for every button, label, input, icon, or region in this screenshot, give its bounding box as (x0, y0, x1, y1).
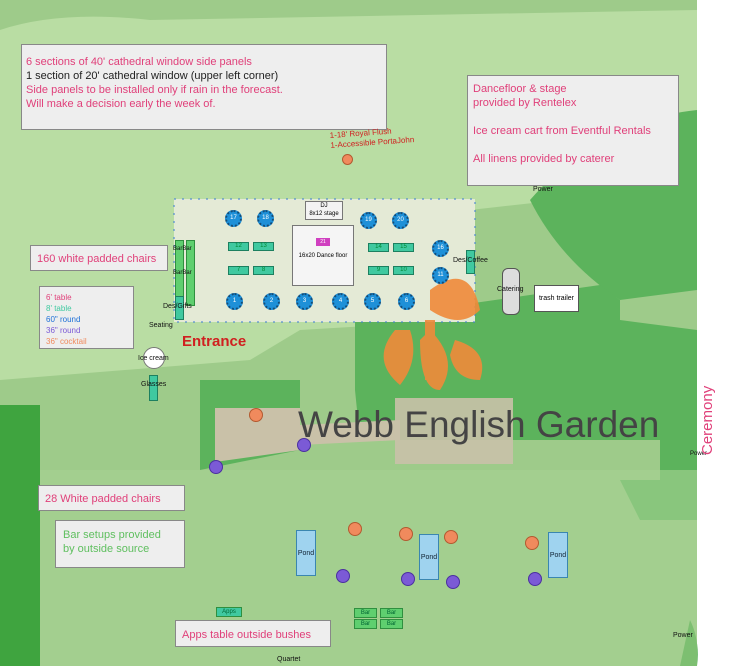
eight-ft-table-12: 12 (228, 242, 249, 251)
cocktail-table (444, 530, 458, 544)
power-label-2: Power (673, 632, 693, 639)
eight-ft-table-13: 13 (253, 242, 274, 251)
catering-label: Catering (497, 286, 524, 293)
bar-setups-line-2: by outside source (63, 543, 150, 555)
des-gifts-table (175, 296, 184, 320)
round-table-5: 5 (364, 293, 381, 310)
round-36-table (528, 572, 542, 586)
apps-table-note: Apps table outside bushes (175, 620, 331, 647)
eight-ft-table-8: 8 (253, 266, 274, 275)
eight-ft-table-15: 15 (393, 243, 414, 252)
side-panels-note: 6 sections of 40' cathedral window side … (21, 44, 387, 130)
cocktail-table (399, 527, 413, 541)
chairs-28-note: 28 White padded chairs (38, 485, 185, 511)
trash-trailer-label: trash trailer (538, 295, 574, 302)
round-table-16: 16 (432, 240, 449, 257)
bar-table: Bar (354, 608, 377, 618)
round-table-17: 17 (225, 210, 242, 227)
round-table-11: 11 (432, 267, 449, 284)
panels-line-4: Will make a decision early the week of. (26, 98, 216, 110)
cocktail-table (249, 408, 263, 422)
legend-item: 8' table (46, 304, 72, 313)
pond-3: Pond (548, 532, 568, 578)
apps-table: Apps (216, 607, 242, 617)
ceremony-label: Ceremony (699, 385, 716, 455)
round-table-2: 2 (263, 293, 280, 310)
seating-label: Seating (149, 322, 173, 329)
dj-table: 21 (316, 238, 330, 246)
catering-vehicle (502, 268, 520, 315)
eight-ft-table-9: 9 (368, 266, 389, 275)
bar-setups-line-1: Bar setups provided (63, 529, 161, 541)
legend-list: 6' table 8' table 60" round 36" round 36" co… (46, 292, 127, 347)
chairs-160-note: 160 white padded chairs (30, 245, 168, 271)
entrance-label: Entrance (182, 333, 247, 350)
rentelex-line-1: Dancefloor & stage (473, 83, 567, 95)
bar-table: Bar (354, 619, 377, 629)
bar-table: Bar (380, 619, 403, 629)
panels-line-3: Side panels to be installed only if rain… (26, 84, 283, 96)
round-36-table (401, 572, 415, 586)
ice-cream-label: Ice cream (138, 355, 169, 362)
portajohn-marker (342, 154, 353, 165)
rentelex-line-2: provided by Rentelex (473, 97, 577, 109)
round-36-table (336, 569, 350, 583)
eight-ft-table-7: 7 (228, 266, 249, 275)
ice-cream-cart (143, 347, 165, 369)
quartet-label: Quartet (277, 656, 301, 663)
bar-setups-note: Bar setups provided by outside source (55, 520, 185, 568)
rentelex-line-3: Ice cream cart from Eventful Rentals (473, 125, 651, 137)
garden-name: Webb English Garden (298, 404, 660, 445)
des-coffee-label: Des/Coffee (453, 257, 488, 264)
dj-label: DJ (320, 203, 328, 209)
power-label-1: Power (533, 186, 553, 193)
legend: 6' table 8' table 60" round 36" round 36" co… (39, 286, 134, 349)
trash-trailer: trash trailer (534, 285, 579, 312)
round-36-table (209, 460, 223, 474)
round-table-3: 3 (296, 293, 313, 310)
legend-item: 36" cocktail (46, 337, 87, 346)
dance-floor-label: 16x20 Dance floor (298, 252, 348, 259)
bar-table: Bar (380, 608, 403, 618)
bar-label-1: BarBar (173, 246, 192, 252)
bar-label-2: BarBar (173, 270, 192, 276)
eight-ft-table-10: 10 (393, 266, 414, 275)
legend-item: 60" round (46, 315, 81, 324)
eight-ft-table-14: 14 (368, 243, 389, 252)
apps-table-label: Apps table outside bushes (182, 629, 312, 641)
chairs-28-label: 28 White padded chairs (45, 493, 161, 505)
stage-label: 8x12 stage (309, 211, 339, 217)
round-table-4: 4 (332, 293, 349, 310)
cocktail-table (525, 536, 539, 550)
bar-right-vertical (186, 240, 195, 306)
round-table-19: 19 (360, 212, 377, 229)
stage: DJ 8x12 stage (305, 201, 343, 220)
legend-item: 6' table (46, 293, 72, 302)
power-label-3: Power (690, 451, 708, 457)
round-table-6: 6 (398, 293, 415, 310)
rentelex-line-4: All linens provided by caterer (473, 153, 615, 165)
cocktail-table (348, 522, 362, 536)
round-36-table (297, 438, 311, 452)
legend-item: 36" round (46, 326, 81, 335)
glasses-label: Glasses (141, 381, 167, 388)
panels-line-2: 1 section of 20' cathedral window (upper… (26, 70, 279, 82)
des-gifts-label: Des/Gifts (163, 303, 192, 310)
glasses-table (149, 375, 158, 401)
des-coffee-table (466, 250, 475, 274)
rentelex-note: Dancefloor & stage provided by Rentelex … (467, 75, 679, 186)
round-table-1: 1 (226, 293, 243, 310)
round-table-20: 20 (392, 212, 409, 229)
pond-2: Pond (419, 534, 439, 580)
pond-1: Pond (296, 530, 316, 576)
panels-line-1: 6 sections of 40' cathedral window side … (26, 56, 252, 68)
dance-floor: 16x20 Dance floor (292, 225, 354, 286)
round-table-18: 18 (257, 210, 274, 227)
round-36-table (446, 575, 460, 589)
chairs-160-label: 160 white padded chairs (37, 253, 157, 265)
